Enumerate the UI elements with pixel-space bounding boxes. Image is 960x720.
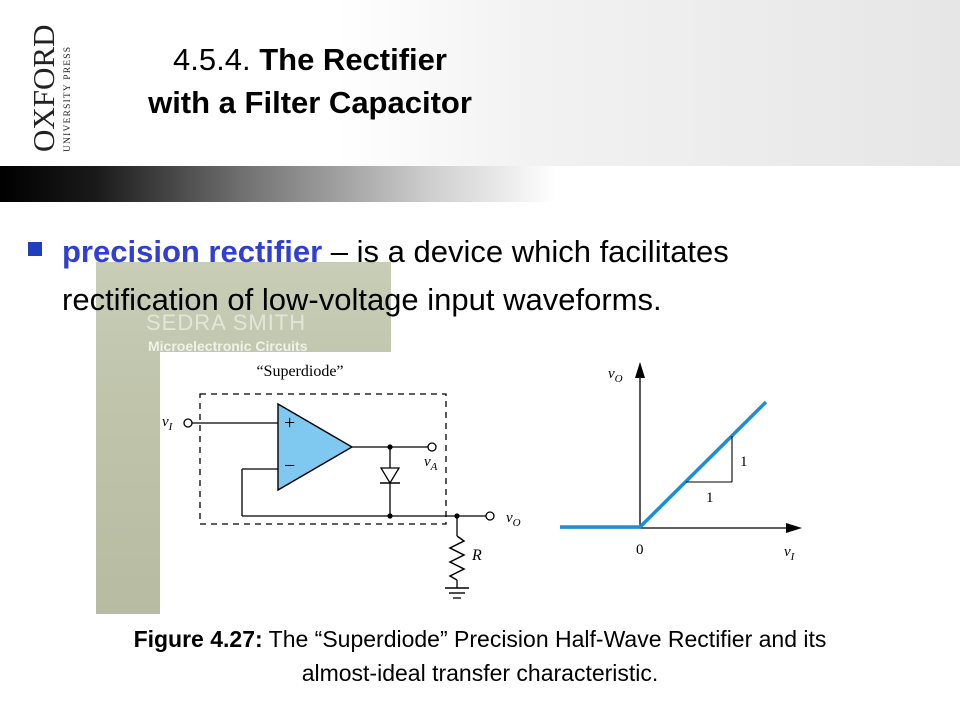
bullet-text-line-1: – is a device which facilitates [322, 234, 729, 269]
input-label-sub: I [168, 421, 174, 433]
title-line-1-text: The Rectifier [259, 42, 447, 77]
caption-text-line-2: almost-ideal transfer characteristic. [301, 660, 659, 686]
book-cover-subtitle: Microelectronic Circuits [148, 338, 308, 354]
superdiode-label: “Superdiode” [256, 363, 343, 380]
caption-figure-number: Figure 4.27: [133, 626, 263, 652]
x-axis-label-sub: I [790, 551, 796, 563]
bullet-square-icon [28, 242, 42, 256]
output-label-sub: O [513, 517, 521, 529]
node-a-label-sub: A [430, 461, 438, 473]
node-a-terminal [427, 442, 437, 452]
opamp-minus: − [284, 455, 295, 477]
transfer-characteristic-line [560, 400, 768, 529]
circuit-diagram: “Superdiode” vI + − vA vO R [162, 363, 521, 599]
figure-caption: Figure 4.27: The “Superdiode” Precision … [20, 622, 940, 690]
y-axis-arrow-icon [635, 362, 645, 378]
bullet-text-line-2: rectification of low-voltage input wavef… [62, 282, 662, 317]
bullet-term: precision rectifier [62, 234, 323, 269]
node-a-label: vA [424, 454, 438, 473]
y-axis-label-sub: O [615, 373, 623, 385]
y-axis-label-v: v [608, 366, 615, 382]
diode-icon [379, 467, 401, 485]
transfer-characteristic-graph: vO vI 0 1 1 [540, 352, 820, 614]
oxford-logo-name: OXFORD [26, 25, 61, 152]
title-number: 4.5.4. [173, 42, 251, 77]
output-terminal [485, 511, 495, 521]
title-line-1: 4.5.4. The Rectifier [60, 38, 560, 81]
resistor-icon [448, 535, 466, 581]
oxford-logo: OXFORD UNIVERSITY PRESS [26, 25, 73, 152]
title-line-2: with a Filter Capacitor [148, 85, 472, 120]
slide-title: 4.5.4. The Rectifier with a Filter Capac… [60, 38, 560, 124]
book-cover-author: SEDRA SMITH [146, 310, 307, 335]
opamp-triangle [277, 402, 354, 492]
header-stripe [0, 166, 960, 202]
header-band [0, 0, 960, 172]
caption-text-line-1: The “Superdiode” Precision Half-Wave Rec… [262, 626, 827, 652]
bullet-text: precision rectifier – is a device which … [62, 228, 922, 324]
input-label-v: v [162, 414, 169, 430]
resistor-label: R [471, 547, 482, 564]
node-a-label-v: v [424, 454, 431, 470]
x-axis-arrow-icon [786, 523, 802, 533]
superdiode-dashed-box [199, 393, 447, 525]
superdiode-circuit: “Superdiode” vI + − vA vO R [160, 352, 540, 614]
input-label: vI [162, 414, 174, 433]
junction-feedback [387, 513, 393, 519]
oxford-logo-sub: UNIVERSITY PRESS [63, 46, 73, 152]
x-axis-label-v: v [784, 544, 791, 560]
transfer-graph-svg: vO vI 0 1 1 [560, 362, 802, 563]
opamp-plus: + [284, 412, 295, 434]
output-label-v: v [506, 510, 513, 526]
y-axis-label: vO [608, 366, 623, 385]
x-axis-label: vI [784, 544, 796, 563]
origin-label: 0 [636, 542, 644, 558]
input-terminal [183, 418, 193, 428]
output-label: vO [506, 510, 521, 529]
slope-rise-label: 1 [740, 454, 748, 470]
slope-run-label: 1 [706, 490, 714, 506]
